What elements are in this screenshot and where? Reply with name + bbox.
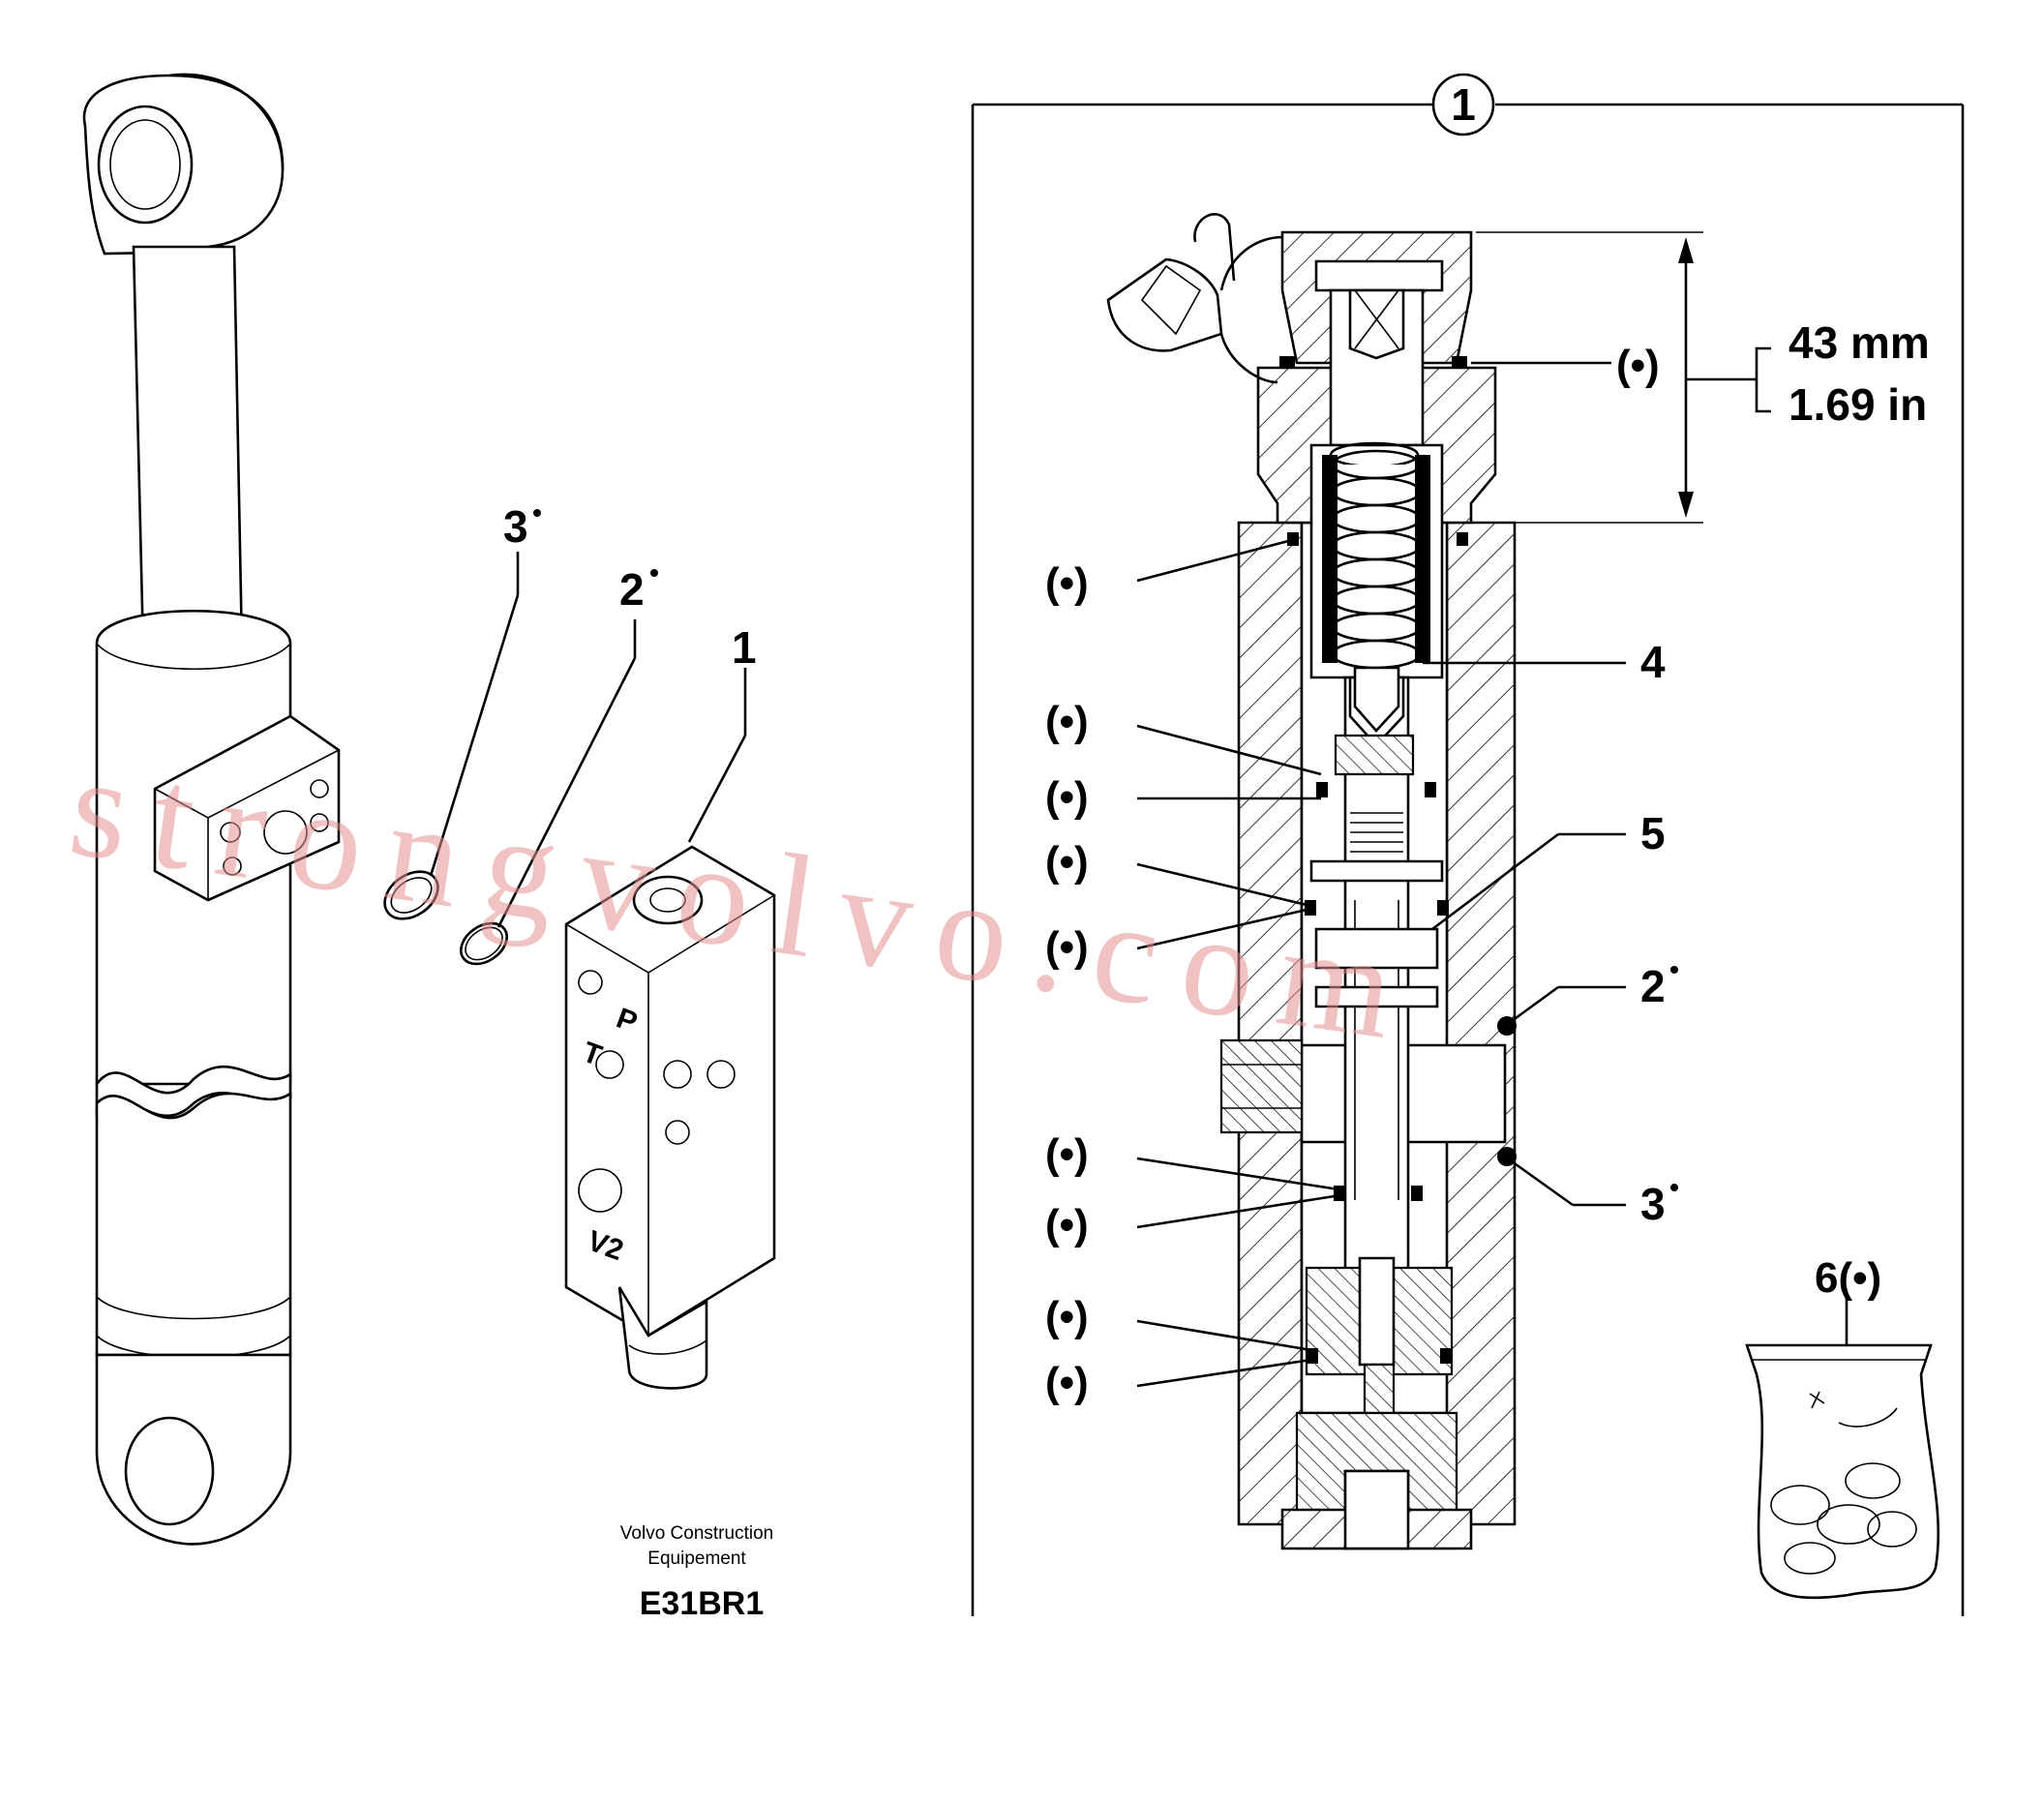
frame-callout: 1 <box>1451 79 1476 130</box>
bullet-mark <box>1670 966 1678 974</box>
dimension-imperial: 1.69 in <box>1788 379 1927 430</box>
callout-1: 1 <box>732 622 757 673</box>
callout-5: 5 <box>1640 808 1666 858</box>
callout-seal-5: (•) <box>1045 923 1089 971</box>
drawing-code: E31BR1 <box>640 1585 765 1622</box>
spring <box>1322 449 1430 670</box>
right-callouts <box>1423 661 1849 1347</box>
section-frame <box>971 73 1965 1616</box>
callout-seal-2: (•) <box>1045 698 1089 745</box>
hydraulic-cylinder <box>82 73 341 1546</box>
callout-seal-9: (•) <box>1045 1359 1089 1406</box>
leader-line <box>429 594 520 877</box>
callout-seal-7: (•) <box>1045 1201 1089 1248</box>
leader-line <box>687 735 747 843</box>
callout-seal-1: (•) <box>1045 559 1089 607</box>
o-ring-2 <box>460 921 508 966</box>
callout-seal-3: (•) <box>1045 773 1089 821</box>
leader-line <box>496 657 637 928</box>
callout-dimension-seal: (•) <box>1616 342 1660 389</box>
seal-kit-bag <box>1745 1343 1940 1600</box>
spring-seat <box>1353 666 1400 733</box>
seals <box>1279 356 1517 1364</box>
bullet-mark <box>650 569 658 577</box>
bullet-mark <box>1670 1184 1678 1191</box>
callout-seal-6: (•) <box>1045 1130 1089 1178</box>
callout-4: 4 <box>1640 637 1666 687</box>
callout-3-section: 3 <box>1640 1179 1666 1229</box>
callout-2: 2 <box>619 564 645 615</box>
credit-line-2: Equipement <box>647 1548 746 1569</box>
dimension-line <box>1476 231 1771 524</box>
credit-line-1: Volvo Construction <box>620 1523 773 1544</box>
protective-cap <box>1106 213 1283 384</box>
dimension-metric: 43 mm <box>1788 317 1930 368</box>
callout-seal-8: (•) <box>1045 1293 1089 1340</box>
callout-3: 3 <box>503 501 528 552</box>
callout-2-section: 2 <box>1640 961 1666 1011</box>
callout-seal-4: (•) <box>1045 838 1089 886</box>
valve-block <box>564 845 776 1390</box>
o-ring-3 <box>383 870 439 920</box>
bullet-mark <box>533 509 541 517</box>
left-callouts <box>1136 538 1346 1388</box>
callout-seal-kit: 6(•) <box>1815 1254 1881 1302</box>
